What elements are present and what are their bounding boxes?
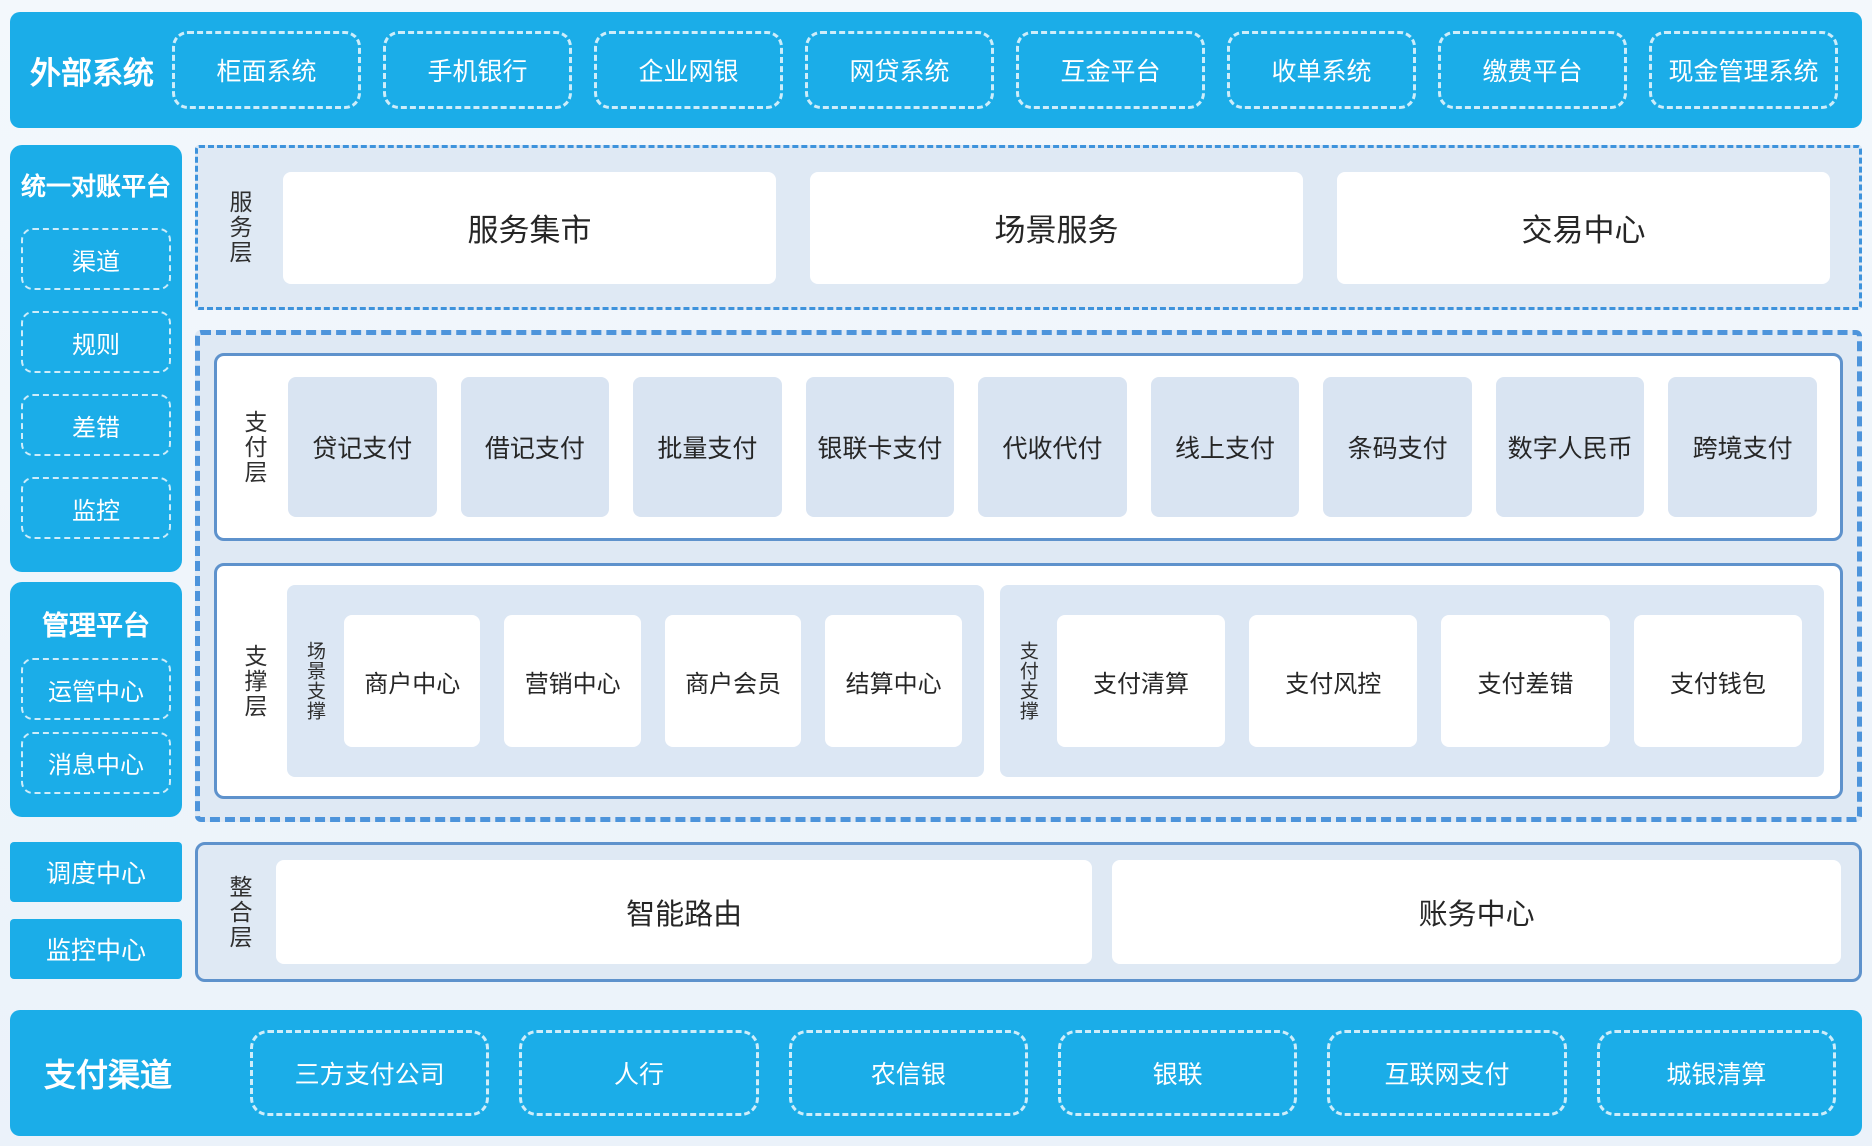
support-tile: 商户中心 <box>344 615 481 747</box>
scene-support-label: 场景支撑 <box>304 641 326 721</box>
payment-support-group: 支付支撑 支付清算 支付风控 支付差错 支付钱包 <box>999 585 1824 777</box>
support-tile: 支付差错 <box>1441 615 1610 747</box>
payment-channel-item: 银联 <box>1058 1030 1298 1116</box>
management-platform-box: 管理平台 运管中心 消息中心 <box>10 582 183 817</box>
payment-channel-item: 人行 <box>519 1030 759 1116</box>
payment-tile: 代收代付 <box>978 377 1127 517</box>
integration-layer-label: 整合层 <box>226 874 253 950</box>
integration-layer: 整合层 智能路由 账务中心 <box>195 842 1862 982</box>
payment-channel-item: 城银清算 <box>1596 1030 1836 1116</box>
payment-tile: 批量支付 <box>633 377 782 517</box>
monitor-center-box: 监控中心 <box>10 919 183 979</box>
external-system-item: 手机银行 <box>383 31 572 109</box>
external-systems-items: 柜面系统 手机银行 企业网银 网贷系统 互金平台 收单系统 缴费平台 现金管理系… <box>172 31 1838 109</box>
payment-channel-item: 三方支付公司 <box>250 1030 490 1116</box>
management-item: 消息中心 <box>21 731 172 794</box>
support-tile: 营销中心 <box>504 615 641 747</box>
service-layer: 服务层 服务集市 场景服务 交易中心 <box>195 145 1862 310</box>
external-system-item: 互金平台 <box>1016 31 1205 109</box>
payment-tile: 借记支付 <box>460 377 610 517</box>
payment-tile: 银联卡支付 <box>805 377 955 517</box>
management-platform-title: 管理平台 <box>42 611 150 641</box>
reconciliation-item: 差错 <box>21 394 172 456</box>
payment-tile: 跨境支付 <box>1668 377 1817 517</box>
integration-box-item: 账务中心 <box>1112 860 1841 964</box>
support-tile: 支付钱包 <box>1633 615 1802 747</box>
service-box: 交易中心 <box>1337 171 1831 284</box>
left-sidebar: 统一对账平台 渠道 规则 差错 监控 管理平台 运管中心 消息中心 调度中心 监… <box>10 145 183 985</box>
external-system-item: 缴费平台 <box>1438 31 1627 109</box>
reconciliation-platform-title: 统一对账平台 <box>21 173 172 201</box>
support-tile: 结算中心 <box>825 615 962 747</box>
external-systems-band: 外部系统 柜面系统 手机银行 企业网银 网贷系统 互金平台 收单系统 缴费平台 … <box>10 12 1862 128</box>
reconciliation-item: 渠道 <box>21 228 172 290</box>
external-system-item: 网贷系统 <box>805 31 994 109</box>
payment-channel-item: 互联网支付 <box>1327 1030 1567 1116</box>
reconciliation-platform-box: 统一对账平台 渠道 规则 差错 监控 <box>10 145 183 572</box>
payment-tile: 数字人民币 <box>1495 377 1645 517</box>
payment-support-wrapper: 支付层 贷记支付 借记支付 批量支付 银联卡支付 代收代付 线上支付 条码支付 … <box>195 330 1862 822</box>
support-tile: 支付清算 <box>1056 615 1226 747</box>
external-system-item: 现金管理系统 <box>1649 31 1838 109</box>
payment-tile: 贷记支付 <box>288 377 437 517</box>
external-system-item: 收单系统 <box>1227 31 1416 109</box>
scene-support-group: 场景支撑 商户中心 营销中心 商户会员 结算中心 <box>287 585 984 777</box>
management-item: 运管中心 <box>21 658 172 721</box>
service-box: 服务集市 <box>283 171 777 284</box>
payment-layer-label: 支付层 <box>241 409 268 485</box>
payment-channel-item: 农信银 <box>788 1030 1028 1116</box>
support-tile: 商户会员 <box>664 615 802 747</box>
dispatch-center-box: 调度中心 <box>10 842 183 902</box>
payment-layer: 支付层 贷记支付 借记支付 批量支付 银联卡支付 代收代付 线上支付 条码支付 … <box>214 353 1843 541</box>
external-system-item: 柜面系统 <box>172 31 361 109</box>
payment-tile: 线上支付 <box>1150 377 1300 517</box>
service-layer-label: 服务层 <box>226 190 253 265</box>
main-layers: 服务层 服务集市 场景服务 交易中心 支付层 贷记支付 借记支付 批量支付 银联… <box>195 145 1862 985</box>
payment-channels-title: 支付渠道 <box>44 1057 173 1093</box>
external-systems-title: 外部系统 <box>30 55 154 91</box>
integration-box-item: 智能路由 <box>276 860 1093 964</box>
service-box: 场景服务 <box>810 171 1304 284</box>
support-tile: 支付风控 <box>1249 615 1418 747</box>
payment-tile: 条码支付 <box>1323 377 1472 517</box>
reconciliation-item: 监控 <box>21 477 172 539</box>
payment-channels-items: 三方支付公司 人行 农信银 银联 互联网支付 城银清算 <box>250 1030 1836 1116</box>
external-system-item: 企业网银 <box>594 31 783 109</box>
payment-channels-band: 支付渠道 三方支付公司 人行 农信银 银联 互联网支付 城银清算 <box>10 1010 1862 1136</box>
support-layer: 支撑层 场景支撑 商户中心 营销中心 商户会员 结算中心 支付支撑 支付清算 支… <box>214 563 1843 799</box>
support-layer-label: 支撑层 <box>241 643 268 719</box>
payment-support-label: 支付支撑 <box>1016 641 1038 721</box>
reconciliation-item: 规则 <box>21 311 172 373</box>
